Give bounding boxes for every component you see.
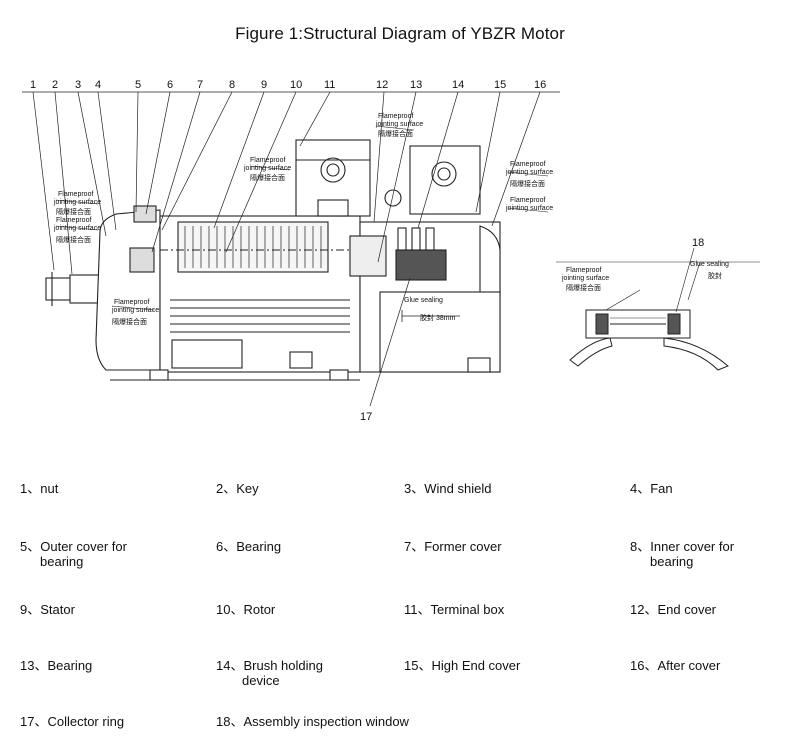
flameproof-label: Flameproof xyxy=(510,197,545,204)
part-number-15: 15 xyxy=(494,79,506,91)
legend-item: 11、Terminal box xyxy=(404,602,505,617)
legend-item: 17、Collector ring xyxy=(20,714,125,729)
legend-item: 10、Rotor xyxy=(216,602,276,617)
glue-sealing-cn-label: 胶封 xyxy=(420,313,434,322)
legend-item: 16、After cover xyxy=(630,658,721,673)
jointing-label: jointing surface xyxy=(243,165,291,172)
flameproof-label: Flameproof xyxy=(378,113,413,120)
flameproof-label: Flameproof xyxy=(566,267,601,274)
flameproof-cn-label: 隔爆接合面 xyxy=(250,173,285,182)
page-title: Figure 1:Structural Diagram of YBZR Moto… xyxy=(235,24,565,43)
part-number-7: 7 xyxy=(197,79,203,91)
part-number-4: 4 xyxy=(95,79,101,91)
stator xyxy=(177,221,329,273)
legend-item: 7、Former cover xyxy=(404,539,502,554)
legend-item: 18、Assembly inspection window xyxy=(216,714,409,729)
jointing-label: jointing surface xyxy=(375,121,423,128)
part-number-8: 8 xyxy=(229,79,235,91)
legend-item: 9、Stator xyxy=(20,602,75,617)
jointing-label: jointing surface xyxy=(505,169,553,176)
part-number-9: 9 xyxy=(261,79,267,91)
flameproof-cn-label: 隔爆接合面 xyxy=(112,317,147,326)
legend-item: 3、Wind shield xyxy=(404,481,492,496)
part-number-1: 1 xyxy=(30,79,36,91)
jointing-label: jointing surface xyxy=(505,205,553,212)
legend-item: 2、Key xyxy=(216,481,259,496)
glue-sealing-label: Glue sealing xyxy=(404,297,443,304)
jointing-label: jointing surface xyxy=(53,199,101,206)
legend-item: 6、Bearing xyxy=(216,539,282,554)
jointing-label: jointing surface xyxy=(53,225,101,232)
legend-item: 1、nut xyxy=(20,481,59,496)
flameproof-cn-label: 隔爆接合面 xyxy=(510,179,545,188)
legend-item: 12、End cover xyxy=(630,602,717,617)
part-number-11: 11 xyxy=(324,79,335,91)
flameproof-label: Flameproof xyxy=(58,191,93,198)
motor-foot-right xyxy=(329,369,349,381)
dimension-label: 38mm xyxy=(436,315,456,322)
jointing-label: jointing surface xyxy=(561,275,609,282)
flameproof-cn-label: 隔爆接合面 xyxy=(566,283,601,292)
glue-sealing-cn-label: 胶封 xyxy=(708,271,722,280)
part-number-13: 13 xyxy=(410,79,422,91)
shaft xyxy=(45,277,73,301)
part-number-5: 5 xyxy=(135,79,141,91)
legend-item: 15、High End cover xyxy=(404,658,521,673)
front-bearing xyxy=(129,247,155,273)
flameproof-cn-label: 隔爆接合面 xyxy=(56,207,91,216)
terminal-box xyxy=(295,139,371,217)
flameproof-label: Flameproof xyxy=(510,161,545,168)
part-number-10: 10 xyxy=(290,79,302,91)
part-number-14: 14 xyxy=(452,79,464,91)
flameproof-label: Flameproof xyxy=(56,217,91,224)
motor-structural-diagram: 1 2 3 4 5 6 7 8 9 10 11 12 13 14 15 16 1… xyxy=(22,79,760,423)
flameproof-label: Flameproof xyxy=(114,299,149,306)
part-number-6: 6 xyxy=(167,79,173,91)
part-number-3: 3 xyxy=(75,79,81,91)
part-number-2: 2 xyxy=(52,79,58,91)
collector-ring xyxy=(395,249,447,281)
legend-item: 4、Fan xyxy=(630,481,673,496)
part-number-18: 18 xyxy=(692,237,704,249)
part-number-17: 17 xyxy=(360,411,372,423)
legend-item: 13、Bearing xyxy=(20,658,93,673)
flameproof-cn-label: 隔爆接合面 xyxy=(378,129,413,138)
motor-foot-left xyxy=(149,369,169,381)
inset-detail xyxy=(556,247,760,371)
after-cover xyxy=(479,225,501,297)
flameproof-label: Flameproof xyxy=(250,157,285,164)
part-number-16: 16 xyxy=(534,79,546,91)
jointing-label: jointing surface xyxy=(111,307,159,314)
flameproof-cn-label: 隔爆接合面 xyxy=(56,235,91,244)
part-number-12: 12 xyxy=(376,79,388,91)
glue-sealing-label: Glue sealing xyxy=(690,261,729,268)
